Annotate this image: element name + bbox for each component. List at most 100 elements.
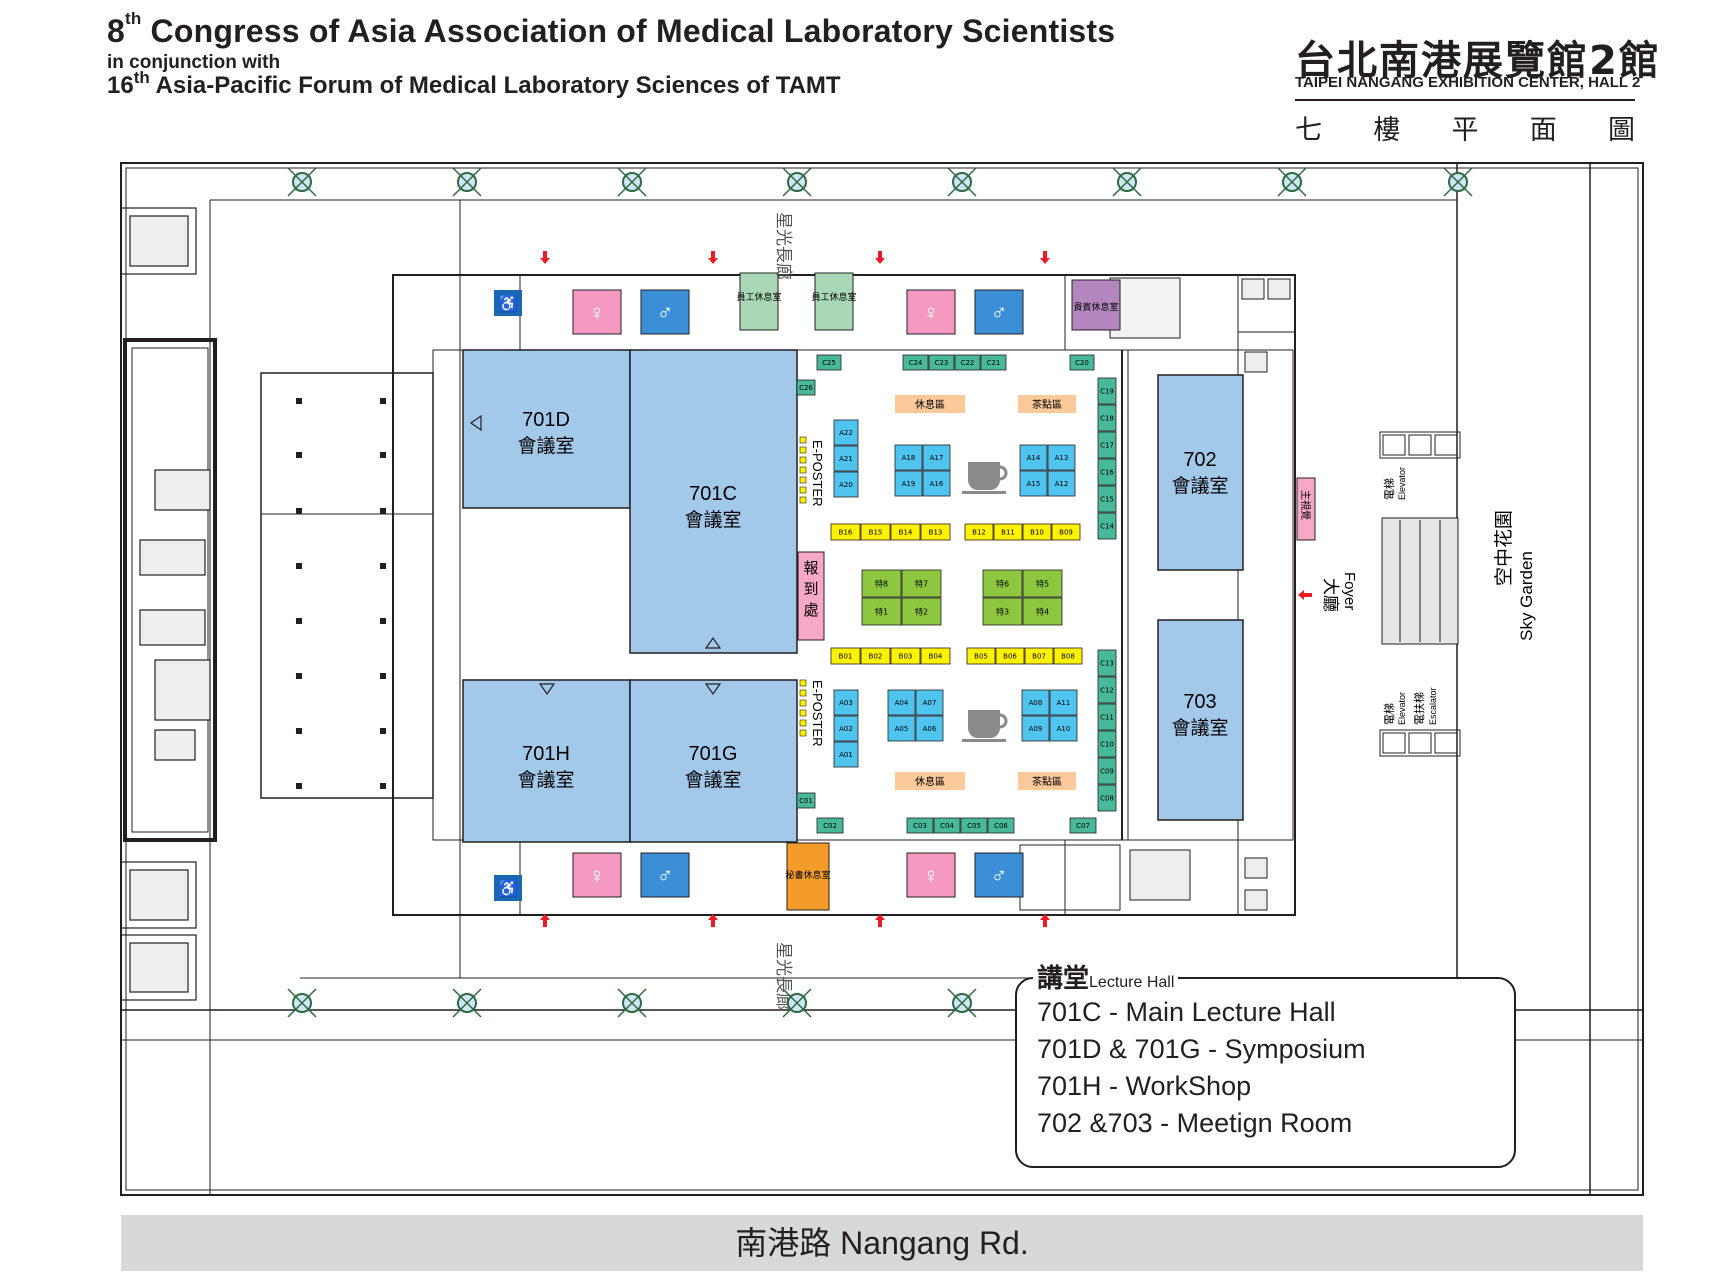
- booth-b06[interactable]: B06: [995, 647, 1025, 665]
- booth-c13[interactable]: C13: [1097, 649, 1117, 677]
- elevator-label-bottom-en: Elevator: [1397, 692, 1407, 725]
- room-701c[interactable]: 701C 會議室: [629, 349, 798, 654]
- booth-b07[interactable]: B07: [1024, 647, 1054, 665]
- booth-c05[interactable]: C05: [960, 817, 988, 834]
- booth-特2[interactable]: 特2: [901, 597, 942, 626]
- booth-c26[interactable]: C26: [796, 379, 816, 396]
- booth-c08[interactable]: C08: [1097, 784, 1117, 812]
- booth-b04[interactable]: B04: [920, 647, 951, 665]
- booth-b09[interactable]: B09: [1051, 523, 1081, 541]
- venue-name-en: TAIPEI NANGANG EXHIBITION CENTER, HALL 2: [1295, 74, 1641, 91]
- room-701d[interactable]: 701D 會議室: [462, 349, 631, 509]
- booth-特5[interactable]: 特5: [1022, 569, 1063, 598]
- booth-b08[interactable]: B08: [1053, 647, 1083, 665]
- booth-b13[interactable]: B13: [920, 523, 951, 541]
- booth-c02[interactable]: C02: [816, 817, 844, 834]
- booth-特7[interactable]: 特7: [901, 569, 942, 598]
- booth-a22[interactable]: A22: [833, 419, 859, 446]
- booth-a01[interactable]: A01: [833, 741, 859, 768]
- booth-c04[interactable]: C04: [933, 817, 961, 834]
- column-marker: [1443, 167, 1473, 197]
- coffee-icon: [962, 462, 1008, 494]
- e-poster-bottom-label: E-POSTER: [810, 680, 825, 746]
- booth-label: C15: [1100, 495, 1114, 503]
- booth-特8[interactable]: 特8: [861, 569, 902, 598]
- booth-c23[interactable]: C23: [928, 354, 955, 371]
- booth-c06[interactable]: C06: [987, 817, 1015, 834]
- room-701g[interactable]: 701G 會議室: [629, 679, 798, 843]
- booth-特6[interactable]: 特6: [982, 569, 1023, 598]
- booth-b10[interactable]: B10: [1022, 523, 1052, 541]
- room-701g-label: 會議室: [684, 769, 741, 791]
- booth-c19[interactable]: C19: [1097, 377, 1117, 405]
- booth-label: B06: [1003, 652, 1017, 660]
- booth-a03[interactable]: A03: [833, 689, 859, 716]
- floor-plan-label: 七樓平面圖: [1295, 115, 1635, 146]
- booth-a02[interactable]: A02: [833, 715, 859, 742]
- booth-a05[interactable]: A05: [887, 715, 916, 742]
- booth-c15[interactable]: C15: [1097, 485, 1117, 513]
- booth-b15[interactable]: B15: [860, 523, 891, 541]
- booth-a11[interactable]: A11: [1049, 689, 1078, 716]
- booth-c14[interactable]: C14: [1097, 512, 1117, 540]
- booth-a12[interactable]: A12: [1047, 470, 1076, 497]
- booth-b03[interactable]: B03: [890, 647, 921, 665]
- booth-a08[interactable]: A08: [1021, 689, 1050, 716]
- booth-a06[interactable]: A06: [915, 715, 944, 742]
- booth-label: A10: [1057, 725, 1071, 733]
- booth-label: B05: [974, 652, 988, 660]
- booth-c17[interactable]: C17: [1097, 431, 1117, 459]
- booth-label: A13: [1055, 454, 1069, 462]
- booth-label: C19: [1100, 387, 1114, 395]
- booth-c01[interactable]: C01: [796, 792, 816, 809]
- room-703[interactable]: 703 會議室: [1157, 619, 1244, 821]
- tea-area-bottom-label: 茶點區: [1032, 775, 1062, 788]
- booth-特1[interactable]: 特1: [861, 597, 902, 626]
- booth-b16[interactable]: B16: [830, 523, 861, 541]
- registration-desk[interactable]: 報 到 處: [797, 551, 825, 641]
- booth-c11[interactable]: C11: [1097, 703, 1117, 731]
- booth-特4[interactable]: 特4: [1022, 597, 1063, 626]
- booth-c24[interactable]: C24: [902, 354, 929, 371]
- booth-a18[interactable]: A18: [894, 444, 923, 471]
- booth-c07[interactable]: C07: [1069, 817, 1097, 834]
- booth-a10[interactable]: A10: [1049, 715, 1078, 742]
- arrow-icon: [875, 914, 885, 927]
- booth-c03[interactable]: C03: [906, 817, 934, 834]
- booth-label: A12: [1055, 480, 1069, 488]
- column-marker: [1277, 167, 1307, 197]
- womens-restroom-bottom-left: [572, 852, 622, 898]
- booth-a09[interactable]: A09: [1021, 715, 1050, 742]
- booth-c12[interactable]: C12: [1097, 676, 1117, 704]
- booth-c21[interactable]: C21: [980, 354, 1007, 371]
- booth-c09[interactable]: C09: [1097, 757, 1117, 785]
- registration-label-2: 到: [803, 580, 818, 598]
- booth-b01[interactable]: B01: [830, 647, 861, 665]
- booth-a17[interactable]: A17: [922, 444, 951, 471]
- booth-特3[interactable]: 特3: [982, 597, 1023, 626]
- booth-c10[interactable]: C10: [1097, 730, 1117, 758]
- booth-b11[interactable]: B11: [993, 523, 1023, 541]
- booth-label: C13: [1100, 659, 1114, 667]
- booth-c20[interactable]: C20: [1069, 354, 1095, 371]
- booth-c18[interactable]: C18: [1097, 404, 1117, 432]
- booth-b14[interactable]: B14: [890, 523, 921, 541]
- room-701h[interactable]: 701H 會議室: [462, 679, 631, 843]
- booth-b12[interactable]: B12: [964, 523, 994, 541]
- booth-a14[interactable]: A14: [1019, 444, 1048, 471]
- booth-a13[interactable]: A13: [1047, 444, 1076, 471]
- booth-a20[interactable]: A20: [833, 471, 859, 498]
- booth-a16[interactable]: A16: [922, 470, 951, 497]
- booth-a04[interactable]: A04: [887, 689, 916, 716]
- booth-c16[interactable]: C16: [1097, 458, 1117, 486]
- booth-a19[interactable]: A19: [894, 470, 923, 497]
- booth-c25[interactable]: C25: [816, 354, 842, 371]
- booth-label: 特7: [915, 578, 928, 588]
- room-702[interactable]: 702 會議室: [1157, 374, 1244, 571]
- booth-a07[interactable]: A07: [915, 689, 944, 716]
- booth-a21[interactable]: A21: [833, 445, 859, 472]
- booth-a15[interactable]: A15: [1019, 470, 1048, 497]
- booth-b02[interactable]: B02: [860, 647, 891, 665]
- booth-c22[interactable]: C22: [954, 354, 981, 371]
- booth-b05[interactable]: B05: [966, 647, 996, 665]
